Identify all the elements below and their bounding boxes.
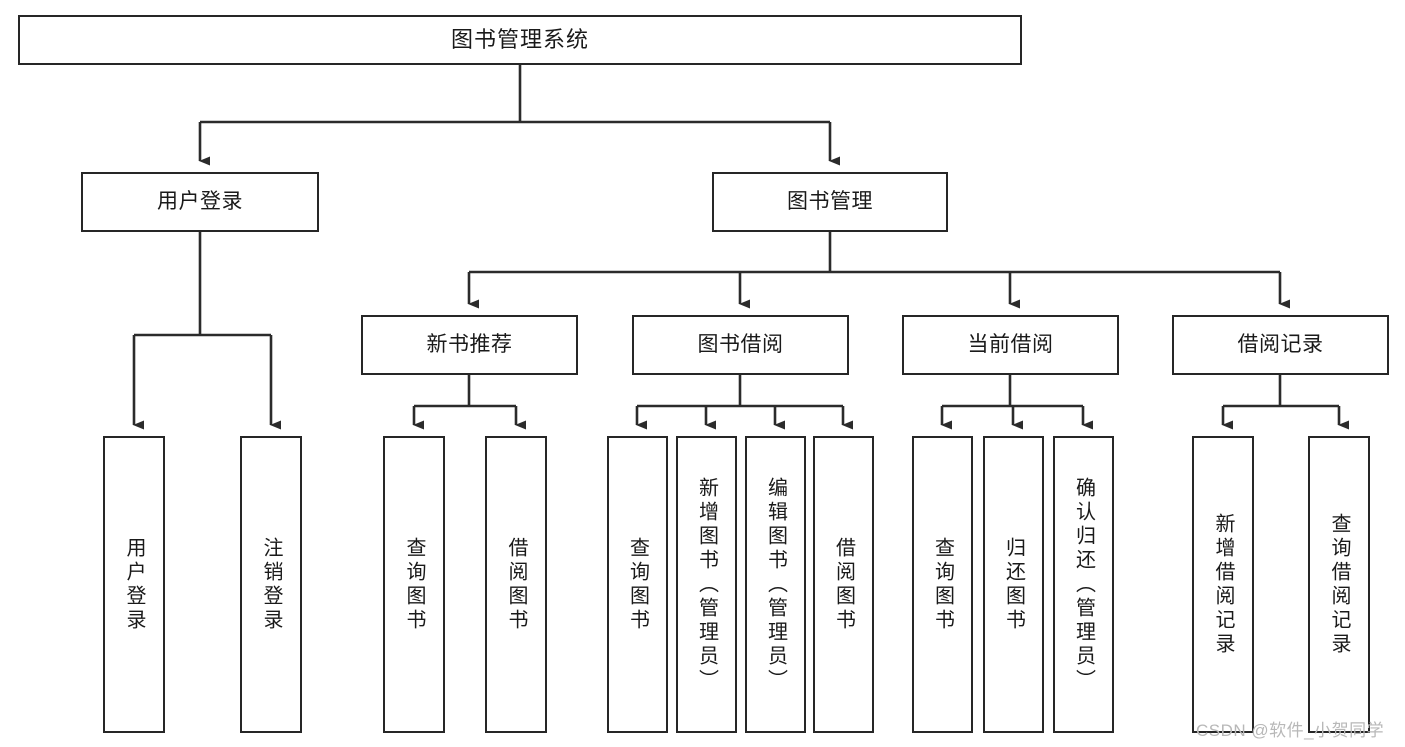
node-book-borrow[interactable]: 图书借阅 [632,315,849,375]
node-borrow-record[interactable]: 借阅记录 [1172,315,1389,375]
node-new-book-recommend[interactable]: 新书推荐 [361,315,578,375]
node-book-manage[interactable]: 图书管理 [712,172,948,232]
node-leaf-query-book-2-label: 查询图书 [626,536,649,633]
node-current-borrow-label: 当前借阅 [967,333,1054,357]
node-leaf-query-book-2[interactable]: 查询图书 [607,436,668,733]
node-borrow-record-label: 借阅记录 [1237,333,1324,357]
node-user-login-label: 用户登录 [157,190,243,214]
csdn-watermark: CSDN @软件_小贺同学 [1196,721,1385,740]
node-leaf-add-book-label: 新增图书（管理员） [695,476,718,693]
node-leaf-return-book-label: 归还图书 [1002,536,1025,633]
node-leaf-user-login-label: 用户登录 [123,536,145,633]
node-leaf-user-login[interactable]: 用户登录 [103,436,165,733]
node-leaf-borrow-book-1[interactable]: 借阅图书 [485,436,547,733]
node-root-label: 图书管理系统 [450,26,589,52]
node-leaf-query-book-1[interactable]: 查询图书 [383,436,445,733]
node-leaf-borrow-book-1-label: 借阅图书 [505,536,527,633]
node-user-login[interactable]: 用户登录 [81,172,319,232]
node-leaf-edit-book[interactable]: 编辑图书（管理员） [745,436,806,733]
node-leaf-query-book-1-label: 查询图书 [403,536,425,633]
node-leaf-edit-book-label: 编辑图书（管理员） [764,476,787,693]
node-new-book-recommend-label: 新书推荐 [426,333,513,357]
node-leaf-logout-label: 注销登录 [260,536,282,633]
node-book-borrow-label: 图书借阅 [697,333,784,357]
node-leaf-return-book[interactable]: 归还图书 [983,436,1044,733]
node-leaf-confirm-return[interactable]: 确认归还（管理员） [1053,436,1114,733]
node-leaf-add-record[interactable]: 新增借阅记录 [1192,436,1254,733]
node-leaf-confirm-return-label: 确认归还（管理员） [1072,476,1095,693]
node-root[interactable]: 图书管理系统 [18,15,1022,65]
node-leaf-borrow-book-2[interactable]: 借阅图书 [813,436,874,733]
node-current-borrow[interactable]: 当前借阅 [902,315,1119,375]
node-leaf-add-record-label: 新增借阅记录 [1212,512,1234,657]
node-leaf-query-book-3-label: 查询图书 [931,536,954,633]
node-leaf-add-book[interactable]: 新增图书（管理员） [676,436,737,733]
node-leaf-query-record-label: 查询借阅记录 [1328,512,1350,657]
node-leaf-borrow-book-2-label: 借阅图书 [832,536,855,633]
node-leaf-query-book-3[interactable]: 查询图书 [912,436,973,733]
node-leaf-logout[interactable]: 注销登录 [240,436,302,733]
node-leaf-query-record[interactable]: 查询借阅记录 [1308,436,1370,733]
node-book-manage-label: 图书管理 [787,190,873,214]
